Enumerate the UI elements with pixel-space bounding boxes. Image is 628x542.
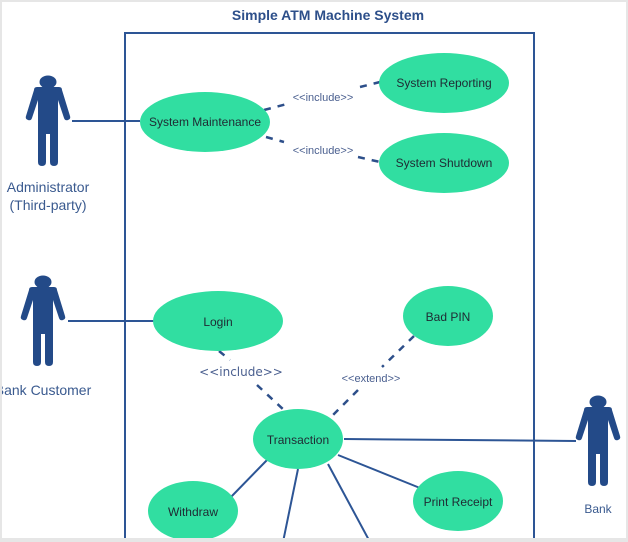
use-case-bad-pin[interactable]: Bad PIN	[403, 286, 493, 346]
actor-administrator[interactable]: Administrator (Third-party)	[7, 75, 90, 214]
include-line-shutdown-b	[357, 155, 381, 164]
include-line-reporting-b	[359, 80, 381, 89]
use-case-label: System Shutdown	[396, 156, 493, 170]
diagram-title: Simple ATM Machine System	[232, 7, 424, 23]
include-line-login-a	[218, 350, 231, 361]
actor-label-line1: Administrator	[7, 179, 90, 195]
use-case-label: System Maintenance	[149, 115, 261, 129]
use-case-system-maintenance[interactable]: System Maintenance	[140, 92, 270, 152]
actor-label-line1: Bank	[584, 502, 612, 516]
use-case-label: Print Receipt	[424, 495, 493, 509]
actor-bank-customer[interactable]: Bank Customer	[2, 275, 92, 399]
include-label-reporting: <<include>>	[293, 92, 354, 104]
include-line-login-b	[256, 384, 286, 412]
extend-line-badpin-a	[381, 335, 415, 368]
include-label-login: <<include>>	[199, 365, 283, 379]
actor-icon	[575, 395, 621, 486]
extend-label-badpin: <<extend>>	[342, 373, 401, 385]
use-case-label: Bad PIN	[426, 310, 471, 324]
use-case-print-receipt[interactable]: Print Receipt	[413, 471, 503, 531]
extend-line-badpin-b	[331, 389, 359, 417]
use-case-transaction[interactable]: Transaction	[253, 409, 343, 469]
actor-icon	[25, 75, 71, 166]
association-transaction-bank	[343, 438, 577, 442]
include-label-shutdown: <<include>>	[293, 145, 354, 157]
use-case-label: Login	[203, 315, 232, 329]
system-boundary	[124, 32, 535, 538]
actor-label-line1: Bank Customer	[2, 382, 92, 398]
actor-bank[interactable]: Bank	[575, 395, 621, 517]
use-case-label: Withdraw	[168, 505, 218, 519]
association-transaction-withdraw	[229, 458, 269, 499]
use-case-login[interactable]: Login	[153, 291, 283, 351]
use-case-system-shutdown[interactable]: System Shutdown	[379, 133, 509, 193]
association-transaction-offscreen-2	[327, 463, 369, 538]
use-case-label: System Reporting	[396, 76, 491, 90]
use-case-label: Transaction	[267, 433, 329, 447]
association-transaction-offscreen-1	[282, 468, 299, 538]
association-transaction-print-receipt	[337, 454, 421, 489]
include-line-shutdown-a	[265, 135, 285, 144]
include-line-reporting-a	[263, 102, 288, 112]
use-case-system-reporting[interactable]: System Reporting	[379, 53, 509, 113]
use-case-withdraw[interactable]: Withdraw	[148, 481, 238, 538]
actor-label-line2: (Third-party)	[9, 197, 86, 213]
actor-icon	[20, 275, 66, 366]
